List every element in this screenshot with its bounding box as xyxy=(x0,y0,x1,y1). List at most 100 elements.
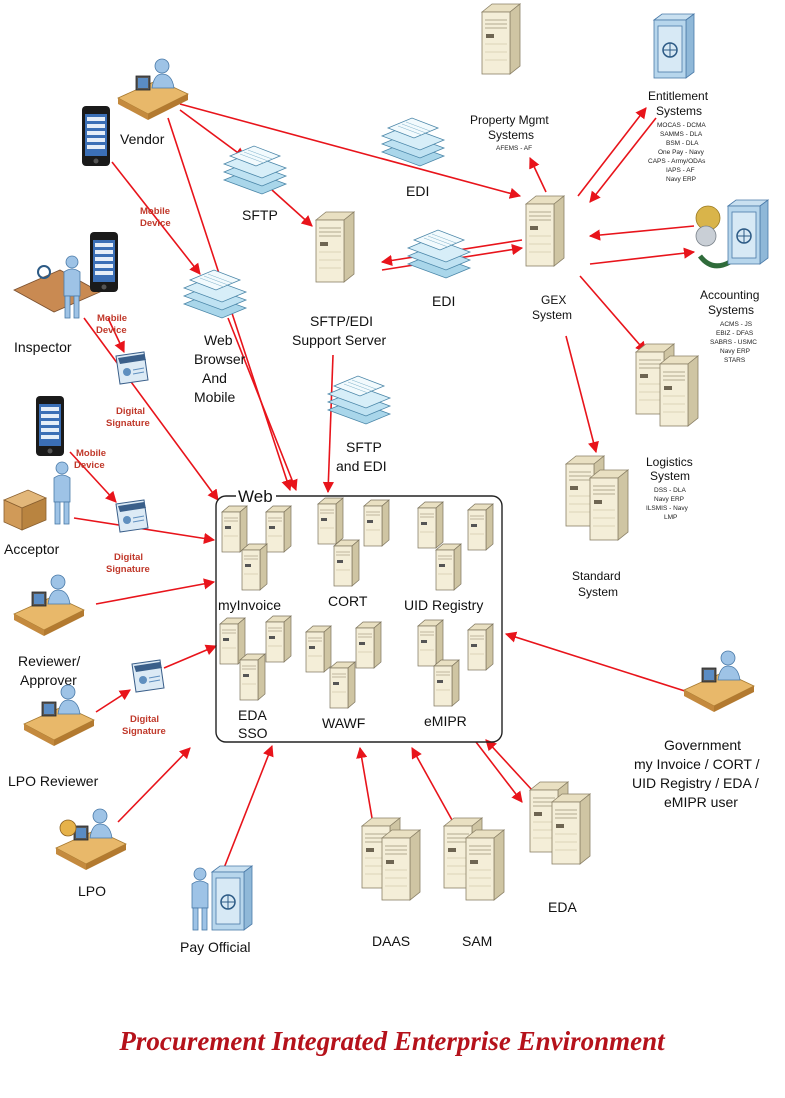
svg-text:BSM - DLA: BSM - DLA xyxy=(666,140,699,147)
svg-text:System: System xyxy=(532,308,572,322)
arrow-lporeviewer-sig xyxy=(95,689,131,713)
svg-text:Systems: Systems xyxy=(488,128,534,142)
svg-text:MOCAS - DCMA: MOCAS - DCMA xyxy=(657,122,706,129)
svg-text:Government: Government xyxy=(664,737,741,753)
svg-text:IAPS - AF: IAPS - AF xyxy=(666,167,695,174)
app-myinvoice[interactable]: myInvoice xyxy=(218,597,281,613)
svg-text:Pay Official: Pay Official xyxy=(180,939,251,955)
svg-text:Signature: Signature xyxy=(122,726,166,737)
svg-text:my Invoice / CORT /: my Invoice / CORT / xyxy=(634,756,760,772)
phone-1 xyxy=(82,106,110,166)
logistics-node: Logistics System DSS - DLA Navy ERP ILSM… xyxy=(635,343,699,521)
svg-text:Entitlement: Entitlement xyxy=(648,89,709,103)
app-eda-sso-line2[interactable]: SSO xyxy=(238,725,268,741)
svg-text:System: System xyxy=(578,585,618,599)
arrow-reviewer-web xyxy=(95,578,216,605)
svg-text:SAMMS - DLA: SAMMS - DLA xyxy=(660,131,703,138)
daas-node: DAAS xyxy=(361,817,421,949)
svg-text:ILSMIS - Navy: ILSMIS - Navy xyxy=(646,505,689,512)
arrow-sig-web xyxy=(163,644,218,669)
svg-text:LPO Reviewer: LPO Reviewer xyxy=(8,773,99,789)
arrow-phone3-sig xyxy=(69,451,117,503)
svg-text:CAPS - Army/ODAs: CAPS - Army/ODAs xyxy=(648,158,706,165)
svg-text:EBIZ - DFAS: EBIZ - DFAS xyxy=(716,330,754,337)
arrow-daas-web xyxy=(356,746,373,819)
arrow-vendor-sftp xyxy=(179,109,246,159)
svg-text:Acceptor: Acceptor xyxy=(4,541,60,557)
svg-text:Digital: Digital xyxy=(114,552,143,563)
arrow-gex-logistics xyxy=(579,275,647,353)
svg-text:and EDI: and EDI xyxy=(336,458,387,474)
acceptor-node: Acceptor xyxy=(2,461,71,557)
svg-text:Systems: Systems xyxy=(656,104,702,118)
svg-text:Support Server: Support Server xyxy=(292,332,386,348)
vendor-node: Vendor xyxy=(117,58,189,147)
svg-text:EDI: EDI xyxy=(432,293,455,309)
sftp-and-edi-docs: SFTP and EDI xyxy=(327,375,391,474)
svg-text:DSS - DLA: DSS - DLA xyxy=(654,487,686,494)
arrow-gex-standard xyxy=(565,335,599,454)
property-mgmt-node: Property Mgmt Systems AFEMS - AF xyxy=(470,3,549,152)
page-title: Procurement Integrated Enterprise Enviro… xyxy=(118,1026,666,1056)
arrow-government-web xyxy=(504,631,689,693)
svg-text:Logistics: Logistics xyxy=(646,455,693,469)
svg-text:And: And xyxy=(202,370,227,386)
svg-text:Device: Device xyxy=(96,325,127,336)
svg-text:Inspector: Inspector xyxy=(14,339,72,355)
arrow-browser-web xyxy=(227,317,298,492)
svg-text:One Pay - Navy: One Pay - Navy xyxy=(658,149,705,156)
svg-text:Digital: Digital xyxy=(130,714,159,725)
sftp-label: SFTP xyxy=(242,207,278,223)
sftp-docs: SFTP xyxy=(223,145,287,223)
app-eda-sso-line1[interactable]: EDA xyxy=(238,707,267,723)
svg-text:Digital: Digital xyxy=(116,406,145,417)
svg-text:System: System xyxy=(650,469,690,483)
arrow-gex-entitlement xyxy=(577,107,647,197)
app-wawf[interactable]: WAWF xyxy=(322,715,365,731)
svg-text:eMIPR user: eMIPR user xyxy=(664,794,738,810)
svg-text:Property Mgmt: Property Mgmt xyxy=(470,113,549,127)
edi-docs-mid: EDI xyxy=(407,229,471,309)
edi-docs-top: EDI xyxy=(381,117,445,199)
mobile-device-annotation-1: Mobile Device xyxy=(140,206,171,229)
arrow-sftp-server xyxy=(271,189,313,227)
svg-text:Device: Device xyxy=(74,460,105,471)
signature-card-3 xyxy=(131,659,165,693)
svg-text:Standard: Standard xyxy=(572,569,621,583)
arrow-vendor-gex xyxy=(179,103,522,199)
signature-card-2 xyxy=(115,499,149,533)
arrow-entitlement-gex xyxy=(589,117,657,203)
arrow-lpo-web xyxy=(117,747,191,823)
arrow-server-web xyxy=(322,354,334,494)
svg-text:SFTP/EDI: SFTP/EDI xyxy=(310,313,373,329)
web-title: Web xyxy=(238,487,273,506)
svg-text:Signature: Signature xyxy=(106,564,150,575)
app-cort[interactable]: CORT xyxy=(328,593,368,609)
arrow-payofficial-web xyxy=(223,744,274,869)
mobile-device-annotation-3: Mobile Device xyxy=(74,448,106,471)
gex-system: GEX System xyxy=(525,195,572,322)
app-emipr[interactable]: eMIPR xyxy=(424,713,467,729)
connection-arrows xyxy=(69,103,696,869)
arrow-sam-web xyxy=(411,747,453,821)
accounting-node: Accounting Systems ACMS - JS EBIZ - DFAS… xyxy=(695,199,769,364)
svg-text:Mobile: Mobile xyxy=(76,448,106,459)
government-node: Government my Invoice / CORT / UID Regis… xyxy=(632,650,760,810)
svg-text:Device: Device xyxy=(140,218,171,229)
svg-text:EDA: EDA xyxy=(548,899,577,915)
entitlement-node: Entitlement Systems MOCAS - DCMA SAMMS -… xyxy=(648,13,709,183)
phone-2 xyxy=(90,232,118,292)
arrow-gex-property xyxy=(529,156,547,193)
standard-system: Standard System xyxy=(565,455,629,599)
svg-text:LPO: LPO xyxy=(78,883,106,899)
svg-text:GEX: GEX xyxy=(541,293,566,307)
svg-text:Navy ERP: Navy ERP xyxy=(720,348,750,355)
digital-signature-annotation-1: Digital Signature xyxy=(106,406,150,429)
svg-text:Systems: Systems xyxy=(708,303,754,317)
lpo-node: LPO xyxy=(55,808,127,899)
web-browser-node: Web Browser And Mobile xyxy=(183,269,247,405)
mobile-device-annotation-2: Mobile Device xyxy=(96,313,127,336)
app-uid-registry[interactable]: UID Registry xyxy=(404,597,483,613)
svg-text:AFEMS - AF: AFEMS - AF xyxy=(496,145,532,152)
eda-node: EDA xyxy=(529,781,591,915)
